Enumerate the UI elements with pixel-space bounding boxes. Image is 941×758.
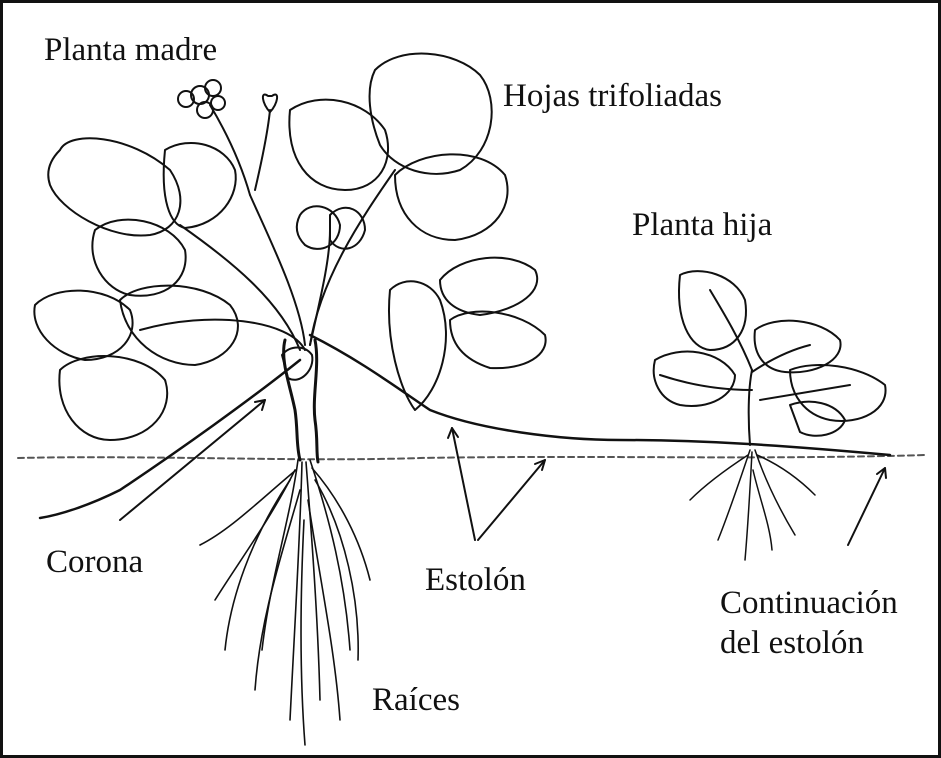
- flower: [178, 80, 225, 118]
- daughter-plant: [654, 271, 886, 445]
- label-continuacion-line2: del estolón: [720, 623, 898, 663]
- label-estolon: Estolón: [425, 560, 526, 600]
- label-planta-madre: Planta madre: [44, 30, 217, 70]
- label-planta-hija: Planta hija: [632, 205, 772, 245]
- label-raices: Raíces: [372, 680, 460, 720]
- daughter-plant-roots: [690, 450, 815, 560]
- pointer-estolon-right: [478, 460, 545, 540]
- mother-plant-roots: [200, 460, 370, 745]
- label-corona: Corona: [46, 542, 143, 582]
- mother-plant-stems: [140, 105, 395, 350]
- pointer-lines: [120, 400, 886, 545]
- label-continuacion-line1: Continuación: [720, 583, 898, 623]
- runner: [310, 335, 890, 455]
- pointer-estolon-left: [452, 428, 475, 540]
- label-hojas-trifoliadas: Hojas trifoliadas: [503, 76, 722, 116]
- label-continuacion-del-estolon: Continuación del estolón: [720, 583, 898, 663]
- mother-plant-leaves: [34, 54, 545, 440]
- ground-line: [18, 455, 925, 459]
- pointer-corona: [120, 400, 265, 520]
- pointer-continuacion: [848, 468, 885, 545]
- runner-back: [40, 360, 300, 518]
